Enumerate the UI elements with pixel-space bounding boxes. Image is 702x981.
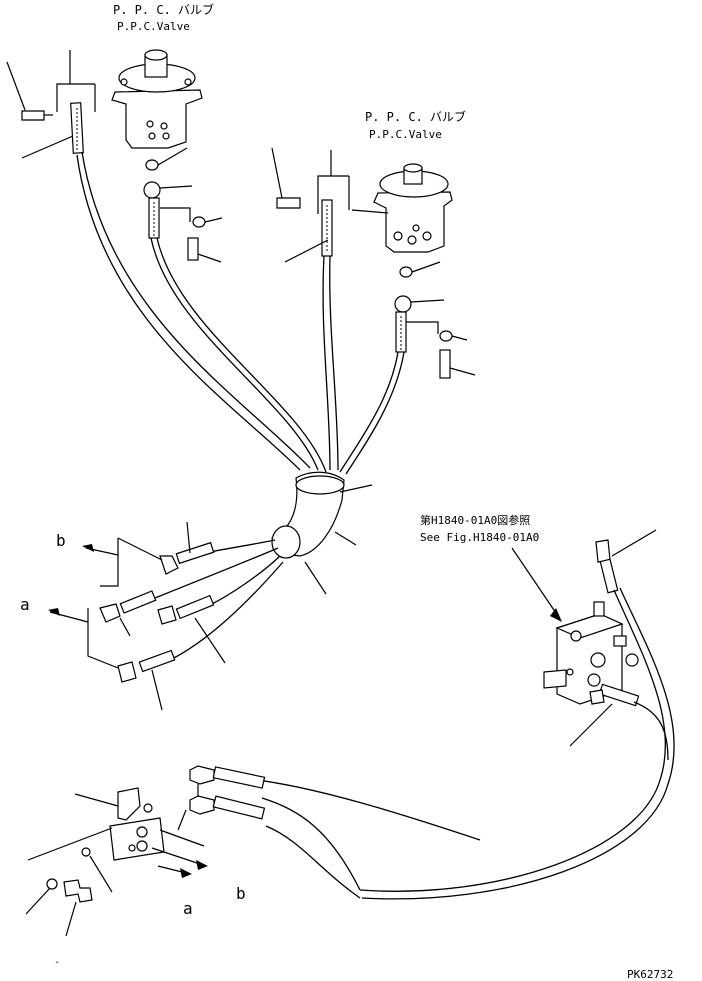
ppc-valve-right-leaders: [271, 147, 476, 379]
right-connecting-hose: [359, 529, 675, 900]
ppc-valve-right-label-en: P.P.C.Valve: [369, 128, 442, 141]
port-label-a-upper: a: [20, 595, 30, 614]
ppc-valve-left: [111, 49, 203, 149]
ppc-valve-right: [373, 163, 453, 253]
reference-label-en: See Fig.H1840-01A0: [420, 531, 539, 544]
drawing-number: PK62732: [627, 968, 673, 981]
ppc-valve-left-label-en: P.P.C.Valve: [117, 20, 190, 33]
hose-bundle: [76, 151, 405, 475]
port-label-b-upper: b: [56, 531, 66, 550]
ppc-valve-left-leaders: [6, 50, 223, 263]
lower-hoses: [177, 765, 481, 899]
hose-clamp: [271, 471, 373, 595]
reference-valve-block: [543, 601, 639, 705]
ppc-valve-right-label-jp: P. P. C. バルブ: [365, 109, 466, 124]
reference-pointer: [511, 547, 562, 622]
ppc-valve-left-label-jp: P. P. C. バルブ: [113, 2, 214, 17]
port-label-b-lower: b: [236, 884, 246, 903]
port-label-a-lower: a: [183, 899, 193, 918]
lower-left-hoses: [48, 521, 284, 711]
bracket-assembly: [25, 787, 208, 937]
reference-label-jp: 第H1840-01A0図参照: [420, 513, 530, 527]
footnote-mark: -: [54, 957, 60, 968]
